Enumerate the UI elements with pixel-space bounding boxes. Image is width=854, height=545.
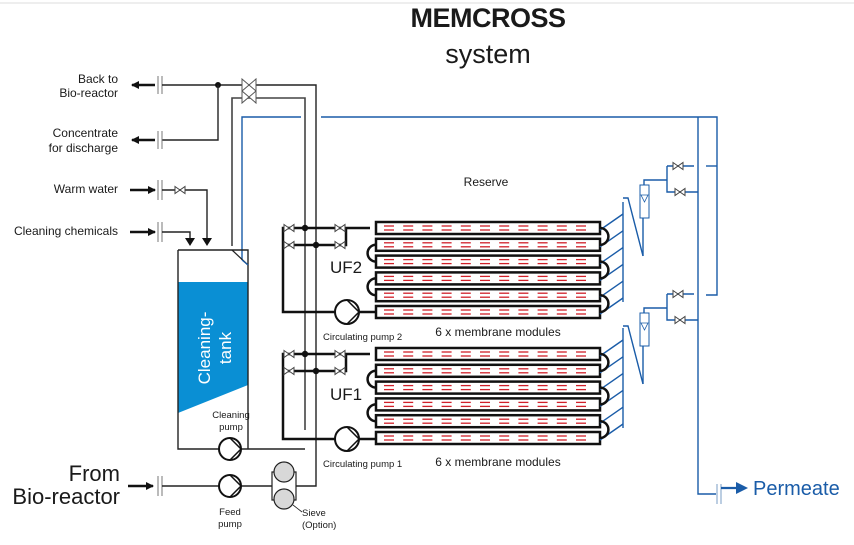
pump-icon — [218, 437, 242, 461]
uf2-unit: UF2 Circulating pump 2 6 x membrane modu… — [281, 202, 624, 343]
membrane-module — [374, 430, 602, 446]
valve-icon — [334, 241, 346, 249]
feed-pump-icon — [218, 474, 242, 498]
valve-icon — [672, 162, 684, 170]
valve-icon — [674, 188, 686, 196]
tank-water — [178, 282, 248, 413]
valve-icon — [674, 316, 686, 324]
uf2-membrane-modules — [366, 202, 624, 320]
valve-icon — [283, 350, 295, 358]
title-main: MEMCROSS — [410, 3, 565, 33]
u-bend — [366, 277, 377, 297]
valve-icon — [283, 241, 295, 249]
down-arrow-icon — [202, 238, 212, 246]
sieve-label-1: Sieve — [302, 508, 326, 519]
circulating-pump-1-label: Circulating pump 1 — [323, 459, 402, 470]
from-bioreactor-label-1: From — [69, 461, 120, 486]
from-bioreactor-label-2: Bio-reactor — [12, 484, 120, 509]
uf2-modules-label: 6 x membrane modules — [435, 325, 560, 339]
cleaning-chemicals-label: Cleaning chemicals — [14, 224, 118, 238]
cleaning-tank: Cleaning- tank — [177, 249, 249, 450]
u-bend — [599, 352, 610, 373]
return-valve-icon — [241, 90, 257, 104]
feed-pump-label-2: pump — [218, 519, 242, 530]
reserve-label: Reserve — [464, 175, 509, 189]
circulating-pump-1-icon — [334, 426, 360, 452]
flowmeter-group — [623, 162, 698, 257]
u-bend — [366, 369, 377, 389]
cleaning-pump: Cleaning pump — [212, 410, 305, 461]
uf1-modules-label: 6 x membrane modules — [435, 455, 560, 469]
u-bend — [599, 419, 610, 440]
valve-icon — [672, 290, 684, 298]
back-to-label-2: Bio-reactor — [59, 86, 118, 100]
u-bend — [366, 243, 377, 263]
uf2-label: UF2 — [330, 258, 362, 277]
membrane-module — [374, 363, 602, 379]
warm-water-label: Warm water — [54, 182, 118, 196]
cleaning-pump-label-1: Cleaning — [212, 410, 250, 421]
warm-water-inlet — [130, 180, 212, 246]
membrane-module — [374, 220, 602, 236]
back-to-label-1: Back to — [78, 72, 118, 86]
membrane-module — [374, 254, 602, 269]
valve-icon — [283, 367, 295, 375]
valve-icon — [334, 224, 346, 232]
membrane-module — [374, 271, 602, 286]
cleaning-chemicals-inlet — [130, 222, 195, 246]
u-bend — [599, 226, 610, 247]
u-bend — [599, 386, 610, 406]
flowmeter-group — [623, 290, 698, 385]
valve-icon — [283, 224, 295, 232]
sieve-label-2: (Option) — [302, 520, 336, 531]
valve-icon — [334, 350, 346, 358]
u-bend — [599, 293, 610, 314]
membrane-module — [374, 237, 602, 253]
permeate-collection: Permeate — [623, 117, 840, 504]
membrane-module — [374, 304, 602, 320]
feed-pump-label-1: Feed — [219, 507, 241, 518]
membrane-module — [374, 287, 602, 303]
membrane-module — [374, 397, 602, 412]
concentrate-outlet — [131, 131, 163, 149]
return-valve-icon — [241, 78, 257, 92]
down-arrow-icon — [185, 238, 195, 246]
feed-line: Feed pump Sieve (Option) — [128, 461, 336, 531]
circulating-pump-2-label: Circulating pump 2 — [323, 332, 402, 343]
membrane-module — [374, 380, 602, 395]
uf1-unit: UF1 Circulating pump 1 6 x membrane modu… — [281, 328, 624, 470]
warm-water-valve-icon — [174, 186, 186, 194]
membrane-module — [374, 413, 602, 429]
circulating-pump-2-icon — [334, 299, 360, 325]
return-piping — [231, 78, 718, 470]
uf1-membrane-modules — [366, 328, 624, 446]
sieve-icon — [271, 461, 297, 510]
permeate-arrow-icon — [736, 482, 748, 494]
title-sub: system — [445, 39, 531, 69]
permeate-label: Permeate — [753, 478, 840, 500]
uf1-label: UF1 — [330, 385, 362, 404]
u-bend — [366, 403, 377, 423]
concentrate-label-2: for discharge — [49, 141, 119, 155]
tank-label-2: tank — [216, 331, 235, 364]
membrane-module — [374, 346, 602, 362]
concentrate-label-1: Concentrate — [53, 126, 119, 140]
valve-icon — [334, 367, 346, 375]
back-to-bioreactor-outlet — [131, 76, 243, 141]
tank-label-1: Cleaning- — [195, 312, 214, 385]
cleaning-pump-label-2: pump — [219, 422, 243, 433]
u-bend — [599, 260, 610, 280]
